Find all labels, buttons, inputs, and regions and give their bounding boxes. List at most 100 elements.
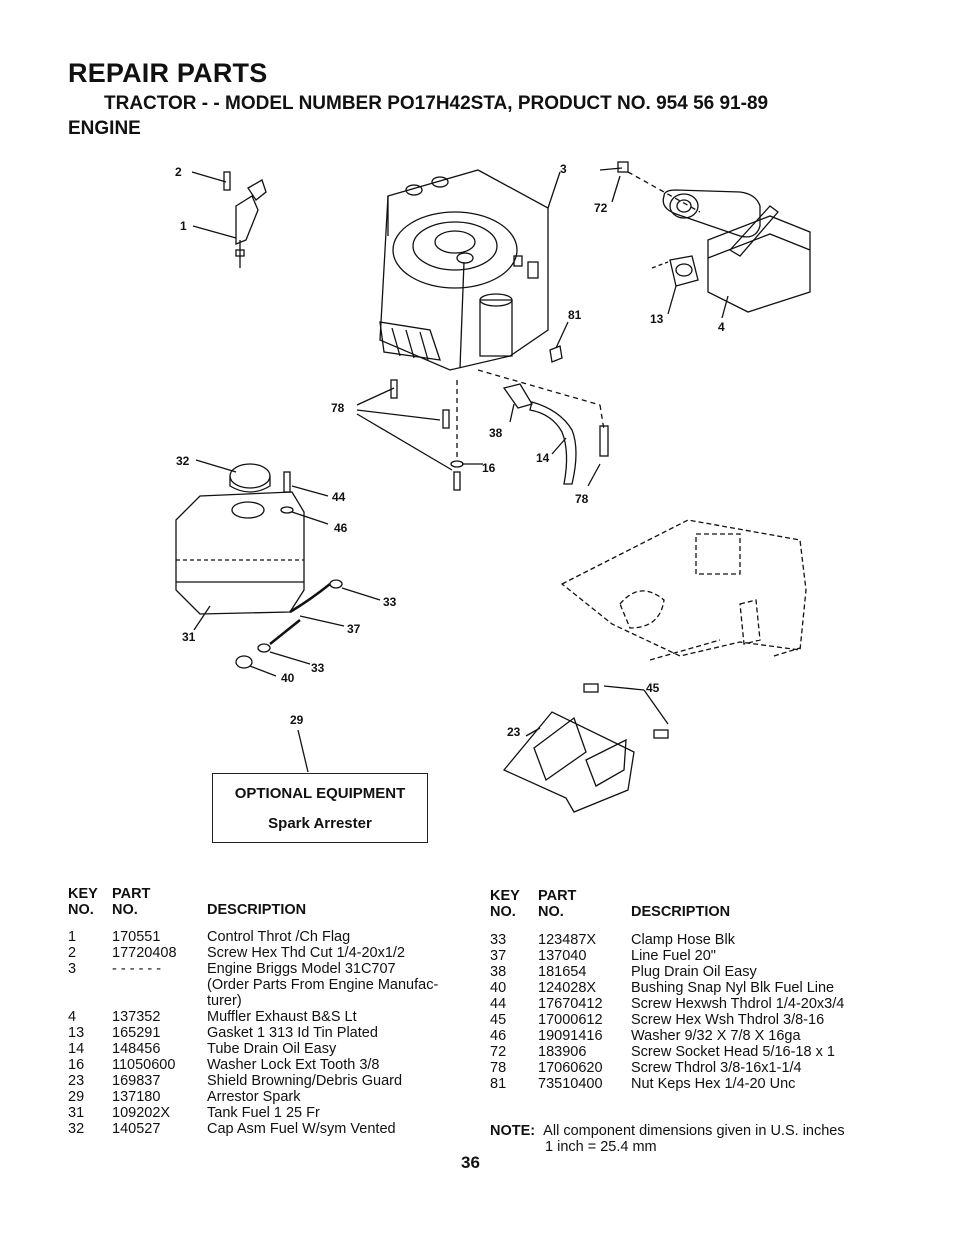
note-line-2: 1 inch = 25.4 mm <box>545 1139 657 1155</box>
description-cell: Tank Fuel 1 25 Fr <box>207 1105 320 1121</box>
callout-78b: 78 <box>575 492 589 506</box>
key-cell: 78 <box>490 1060 507 1076</box>
part-number-cell: 169837 <box>112 1073 161 1089</box>
dimension-note: NOTE: All component dimensions given in … <box>490 1123 845 1155</box>
key-cell: 23 <box>68 1073 85 1089</box>
key-cell: 29 <box>68 1089 85 1105</box>
callout-78a: 78 <box>331 401 345 415</box>
page-subtitle: TRACTOR - - MODEL NUMBER PO17H42STA, PRO… <box>104 93 769 114</box>
callout-13: 13 <box>650 312 664 326</box>
table-row: 81 73510400 Nut Keps Hex 1/4-20 Unc <box>490 1076 871 1092</box>
key-cell: 13 <box>68 1025 85 1041</box>
key-cell <box>68 977 112 993</box>
key-cell: 2 <box>68 945 77 961</box>
description-cell: Plug Drain Oil Easy <box>631 964 757 980</box>
key-cell: 44 <box>490 996 507 1012</box>
table-row: 23 169837 Shield Browning/Debris Guard <box>68 1073 452 1089</box>
part-number-cell: 137180 <box>112 1089 161 1105</box>
description-cell: Screw Hex Thd Cut 1/4-20x1/2 <box>207 945 405 961</box>
description-cell: Control Throt /Ch Flag <box>207 929 351 945</box>
description-cell: Clamp Hose Blk <box>631 932 735 948</box>
callout-44: 44 <box>332 490 346 504</box>
section-title: ENGINE <box>68 118 141 139</box>
optional-equipment-heading: OPTIONAL EQUIPMENT <box>234 785 406 802</box>
key-cell: 72 <box>490 1044 507 1060</box>
callout-4: 4 <box>718 320 725 334</box>
part-number-cell: 148456 <box>112 1041 161 1057</box>
part-number-cell: 19091416 <box>538 1028 603 1044</box>
description-cell: Gasket 1 313 Id Tin Plated <box>207 1025 378 1041</box>
muffler-drawing <box>599 161 811 319</box>
callout-37: 37 <box>347 622 361 636</box>
fuel-tank-drawing <box>175 459 381 677</box>
description-cell: Washer Lock Ext Tooth 3/8 <box>207 1057 380 1073</box>
throttle-control-drawing <box>191 171 267 268</box>
description-cell: Arrestor Spark <box>207 1089 301 1105</box>
key-cell: 16 <box>68 1057 85 1073</box>
table-row: 33 123487X Clamp Hose Blk <box>490 932 871 948</box>
key-cell: 4 <box>68 1009 77 1025</box>
callout-14: 14 <box>536 451 550 465</box>
description-cell: Washer 9/32 X 7/8 X 16ga <box>631 1028 801 1044</box>
callout-72: 72 <box>594 201 608 215</box>
part-number-cell: 165291 <box>112 1025 161 1041</box>
callout-33b: 33 <box>311 661 325 675</box>
engine-drawing <box>379 169 561 371</box>
description-cell: Screw Socket Head 5/16-18 x 1 <box>631 1044 835 1060</box>
key-cell: 33 <box>490 932 507 948</box>
spark-arrester-pointer <box>297 729 309 773</box>
part-number-cell: 73510400 <box>538 1076 603 1092</box>
description-cell: Line Fuel 20" <box>631 948 716 964</box>
header-description: DESCRIPTION <box>207 902 307 918</box>
key-cell: 81 <box>490 1076 507 1092</box>
key-cell: 3 <box>68 961 77 977</box>
description-cell: Shield Browning/Debris Guard <box>207 1073 403 1089</box>
part-number-cell: 124028X <box>538 980 597 996</box>
part-number-cell: 17000612 <box>538 1012 603 1028</box>
description-cell: Screw Thdrol 3/8-16x1-1/4 <box>631 1060 802 1076</box>
part-number-cell: 109202X <box>112 1105 171 1121</box>
callout-46: 46 <box>334 521 348 535</box>
key-cell: 46 <box>490 1028 507 1044</box>
table-row: turer) <box>68 993 452 1009</box>
key-cell: 31 <box>68 1105 85 1121</box>
note-line-1: All component dimensions given in U.S. i… <box>543 1123 845 1139</box>
table-row: (Order Parts From Engine Manufac- <box>68 977 452 993</box>
callout-40: 40 <box>281 671 295 685</box>
key-cell: 1 <box>68 929 77 945</box>
callout-labels: 2 1 3 72 13 4 81 78 38 16 14 78 32 44 46… <box>175 162 725 739</box>
callout-32: 32 <box>176 454 190 468</box>
key-cell: 32 <box>68 1121 85 1137</box>
table-row: 13 165291 Gasket 1 313 Id Tin Plated <box>68 1025 452 1041</box>
callout-38: 38 <box>489 426 503 440</box>
callout-33a: 33 <box>383 595 397 609</box>
key-cell: 38 <box>490 964 507 980</box>
description-cell: (Order Parts From Engine Manufac- <box>207 977 439 993</box>
part-number-cell: 170551 <box>112 929 161 945</box>
callout-2: 2 <box>175 165 182 179</box>
part-number-cell: 123487X <box>538 932 597 948</box>
description-cell: Nut Keps Hex 1/4-20 Unc <box>631 1076 796 1092</box>
callout-29: 29 <box>290 713 304 727</box>
optional-equipment-box: OPTIONAL EQUIPMENT Spark Arrester <box>212 773 428 843</box>
page-number: 36 <box>461 1153 480 1172</box>
table-row: 3- - - - - -Engine Briggs Model 31C707 <box>68 961 452 977</box>
description-cell: Cap Asm Fuel W/sym Vented <box>207 1121 396 1137</box>
callout-3: 3 <box>560 162 567 176</box>
table-row: 29 137180 Arrestor Spark <box>68 1089 452 1105</box>
optional-equipment-item: Spark Arrester <box>268 815 372 832</box>
